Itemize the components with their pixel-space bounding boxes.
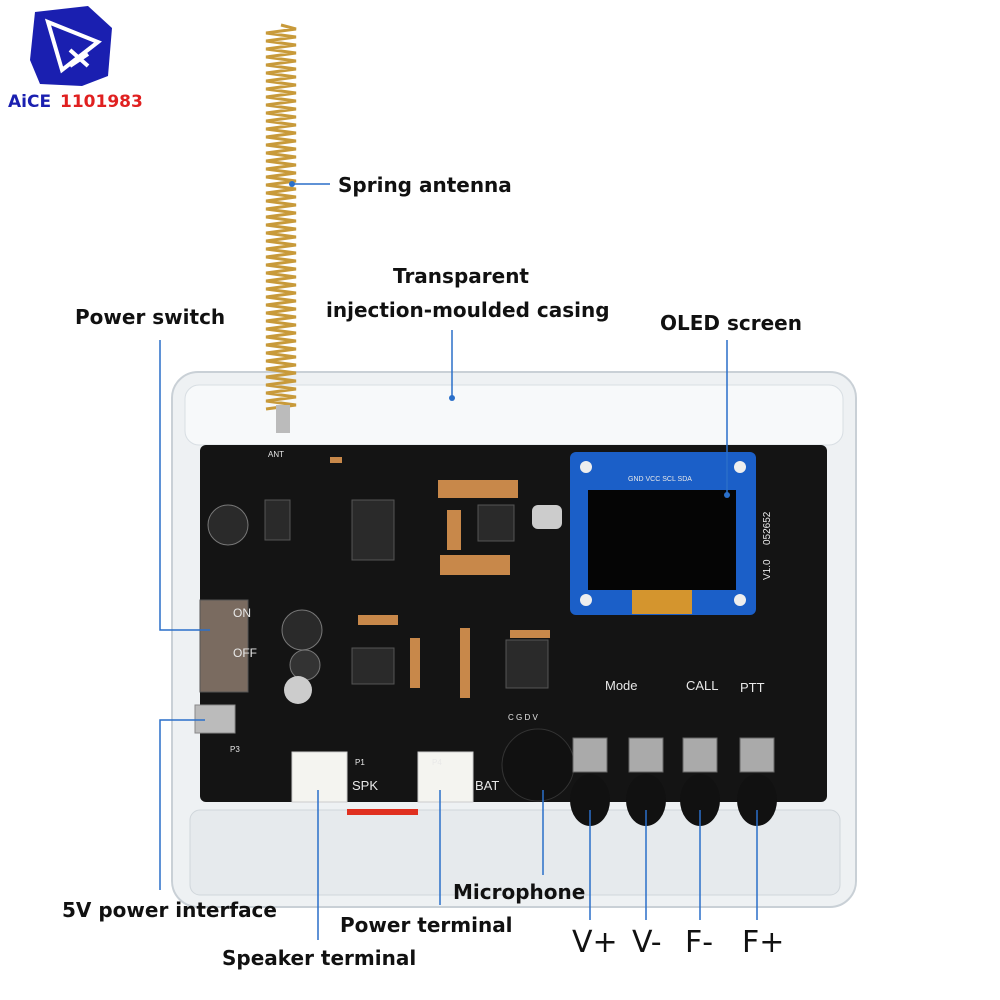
power-terminal <box>417 751 474 803</box>
logo-text-ai: AiCE <box>8 92 51 112</box>
oled-module <box>570 452 756 615</box>
button-v-minus[interactable] <box>626 737 666 826</box>
silk-p1: P1 <box>355 758 365 767</box>
silk-pins: C G D V <box>508 713 538 722</box>
silk-p4: P4 <box>432 758 442 767</box>
label-casing-line2: injection-moulded casing <box>326 298 610 322</box>
smd-components <box>330 457 550 698</box>
label-speaker-terminal: Speaker terminal <box>222 946 417 970</box>
silk-version: V1.0 <box>762 559 773 580</box>
silk-bat: BAT <box>475 778 499 793</box>
silk-code: 052652 <box>762 511 773 545</box>
silk-off: OFF <box>233 646 257 660</box>
logo-text-num: 1101983 <box>60 92 143 112</box>
capacitors <box>207 504 323 704</box>
silk-oled-pins: GND VCC SCL SDA <box>628 476 692 483</box>
label-power-interface: 5V power interface <box>62 898 277 922</box>
crystal <box>532 505 562 529</box>
button-f-minus[interactable] <box>680 737 720 826</box>
label-spring-antenna: Spring antenna <box>338 173 512 197</box>
silk-mode: Mode <box>605 678 638 693</box>
label-f-plus: F+ <box>742 925 785 960</box>
leader-lines <box>159 183 758 940</box>
power-switch[interactable] <box>199 599 249 693</box>
silk-ant: ANT <box>268 450 284 459</box>
button-v-plus[interactable] <box>570 737 610 826</box>
button-f-plus[interactable] <box>737 737 777 826</box>
label-power-terminal: Power terminal <box>340 913 513 937</box>
label-v-plus: V+ <box>572 925 618 960</box>
label-v-minus: V- <box>632 925 662 960</box>
speaker-terminal <box>291 751 348 803</box>
microphone <box>501 728 575 802</box>
ic-chips <box>264 499 549 689</box>
label-casing-line1: Transparent <box>393 264 529 288</box>
label-oled-screen: OLED screen <box>660 311 802 335</box>
silk-ptt: PTT <box>740 680 765 695</box>
silk-spk: SPK <box>352 778 378 793</box>
usb-port[interactable] <box>194 704 236 734</box>
label-microphone: Microphone <box>453 880 586 904</box>
spring-antenna <box>265 23 297 433</box>
silk-on: ON <box>233 606 251 620</box>
label-f-minus: F- <box>685 925 714 960</box>
silk-call: CALL <box>686 678 719 693</box>
silk-p3: P3 <box>230 745 240 754</box>
label-power-switch: Power switch <box>75 305 226 329</box>
brand-logo <box>30 6 112 86</box>
